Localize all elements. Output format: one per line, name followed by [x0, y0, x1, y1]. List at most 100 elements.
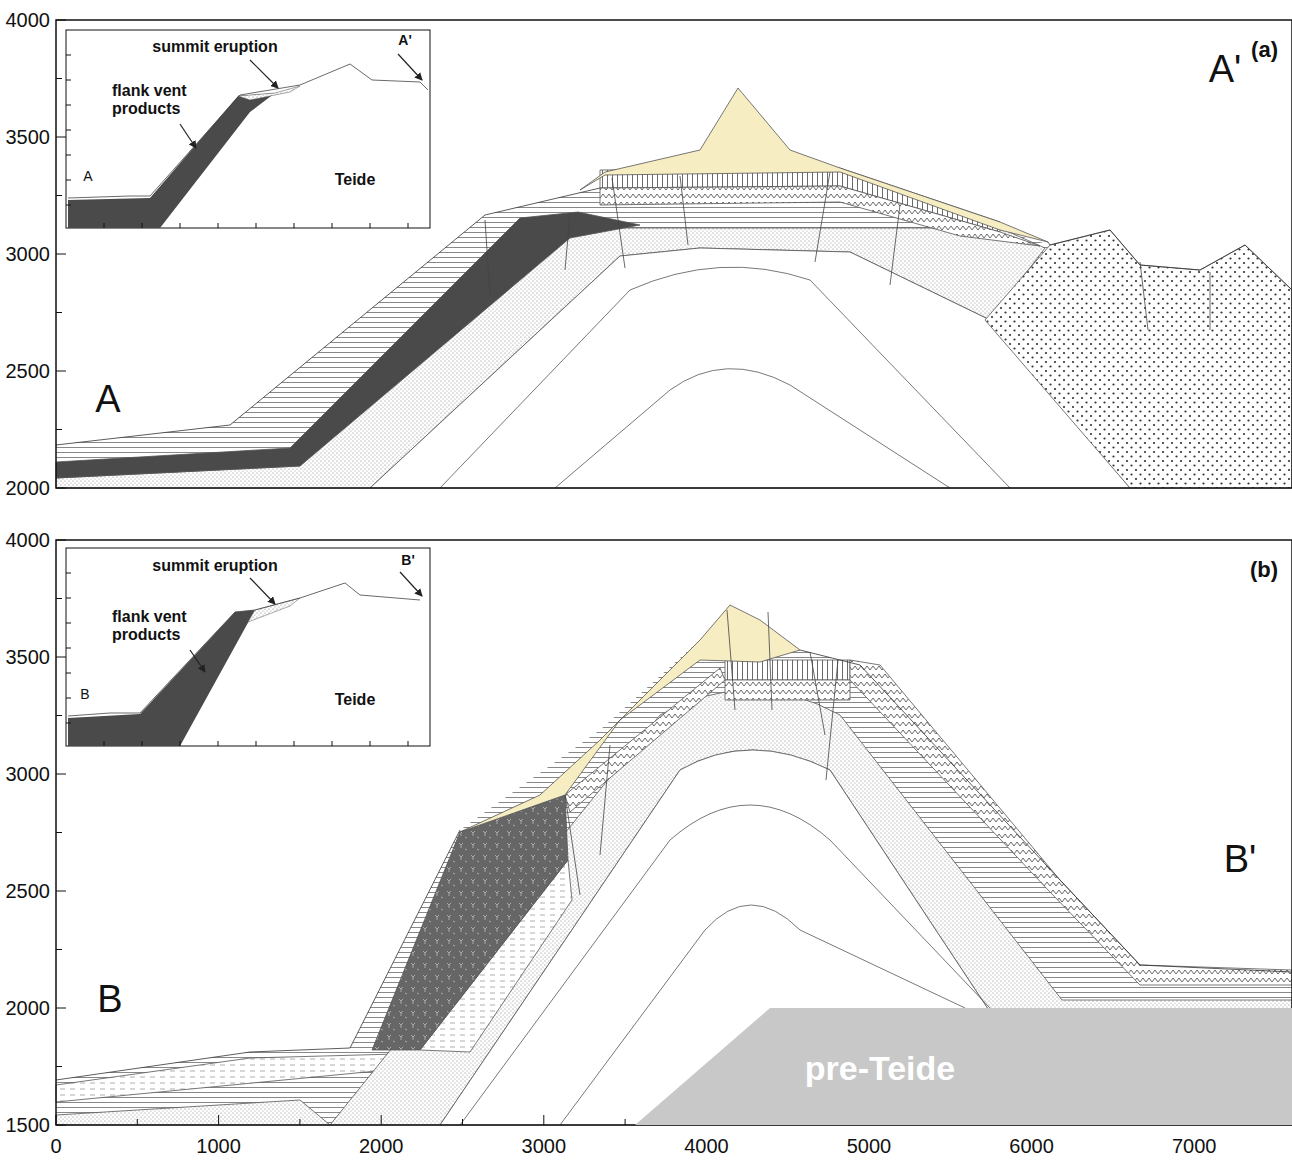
tick-mark	[66, 673, 71, 674]
tick-mark	[142, 223, 143, 228]
tick-mark	[66, 648, 71, 649]
tick-mark	[66, 55, 71, 56]
axis-label: 3000	[6, 763, 51, 786]
tick-mark	[56, 949, 62, 950]
axis-label: 2000	[359, 1135, 404, 1158]
tick-mark	[180, 223, 181, 228]
tick-mark	[56, 1066, 62, 1067]
tick-mark	[56, 598, 62, 599]
tick-mark	[625, 1119, 626, 1125]
tick-mark	[370, 741, 371, 746]
tick-mark	[66, 723, 71, 724]
inset-label: flank vent products	[112, 608, 212, 645]
tick-mark	[56, 137, 66, 138]
axis-label: 2000	[6, 477, 51, 500]
tick-mark	[56, 657, 66, 658]
unit-label: pre-Teide	[805, 1049, 956, 1088]
inset-label: Teide	[335, 171, 376, 189]
tick-mark	[56, 20, 66, 21]
panel-letter: (b)	[1250, 557, 1278, 582]
tick-mark	[256, 223, 257, 228]
section-end: A'	[1209, 48, 1242, 92]
axis-label: 7000	[1172, 1135, 1217, 1158]
tick-mark	[104, 741, 105, 746]
inset-label: flank vent products	[112, 82, 212, 119]
tick-mark	[332, 741, 333, 746]
tick-mark	[332, 223, 333, 228]
tick-mark	[56, 429, 62, 430]
tick-mark	[256, 741, 257, 746]
axis-label: 3500	[6, 126, 51, 149]
section-end: A	[95, 378, 120, 422]
tick-mark	[462, 1119, 463, 1125]
panel-frame	[56, 540, 1292, 1125]
tick-mark	[56, 832, 62, 833]
tick-mark	[56, 312, 62, 313]
inset-a	[66, 30, 430, 228]
inset-label: summit eruption	[152, 38, 277, 56]
axis-label: 0	[50, 1135, 61, 1158]
tick-mark	[56, 715, 62, 716]
tick-mark	[137, 1119, 138, 1125]
inset-label: Teide	[335, 691, 376, 709]
tick-mark	[56, 1008, 66, 1009]
tick-mark	[66, 573, 71, 574]
axis-label: 5000	[847, 1135, 892, 1158]
section-end: B	[97, 978, 122, 1022]
tick-mark	[142, 741, 143, 746]
inset-section-end: A'	[398, 32, 411, 48]
tick-mark	[66, 105, 71, 106]
tick-mark	[218, 1115, 219, 1125]
inset-label: summit eruption	[152, 557, 277, 575]
tick-mark	[66, 623, 71, 624]
inset-section-end: A	[83, 168, 92, 184]
axis-label: 4000	[6, 529, 51, 552]
tick-mark	[56, 1125, 66, 1126]
tick-mark	[56, 774, 66, 775]
tick-mark	[66, 598, 71, 599]
axis-label: 4000	[6, 9, 51, 32]
tick-mark	[66, 155, 71, 156]
tick-mark	[66, 180, 71, 181]
tick-mark	[543, 1115, 544, 1125]
axis-label: 6000	[1009, 1135, 1054, 1158]
tick-mark	[218, 223, 219, 228]
basement-unit: pre-Teide	[635, 1008, 1292, 1125]
tick-mark	[56, 254, 66, 255]
tick-mark	[180, 741, 181, 746]
tick-mark	[294, 741, 295, 746]
tick-mark	[56, 195, 62, 196]
axis-label: 2000	[6, 997, 51, 1020]
tick-mark	[299, 1119, 300, 1125]
axis-label: 1000	[196, 1135, 241, 1158]
axis-label: 3000	[6, 243, 51, 266]
tick-mark	[56, 540, 66, 541]
tick-mark	[408, 223, 409, 228]
inset-b	[66, 548, 430, 746]
tick-mark	[56, 488, 66, 489]
section-end: B'	[1224, 838, 1257, 882]
axis-label: 2500	[6, 880, 51, 903]
axis-label: 2500	[6, 360, 51, 383]
axis-label: 3500	[6, 646, 51, 669]
axis-label: 3000	[522, 1135, 567, 1158]
tick-mark	[381, 1115, 382, 1125]
panel-letter: (a)	[1251, 37, 1278, 62]
tick-mark	[66, 698, 71, 699]
unit-shape	[635, 1008, 1292, 1125]
panel-frame	[56, 20, 1292, 488]
axis-ticks	[56, 20, 1276, 1125]
inset-section-end: B'	[401, 552, 414, 568]
tick-mark	[370, 223, 371, 228]
tick-mark	[66, 130, 71, 131]
tick-mark	[56, 1115, 57, 1125]
axis-label: 4000	[684, 1135, 729, 1158]
tick-mark	[104, 223, 105, 228]
tick-mark	[408, 741, 409, 746]
tick-mark	[66, 205, 71, 206]
inset-section-end: B	[80, 686, 89, 702]
tick-mark	[294, 223, 295, 228]
tick-mark	[56, 78, 62, 79]
tick-mark	[66, 80, 71, 81]
